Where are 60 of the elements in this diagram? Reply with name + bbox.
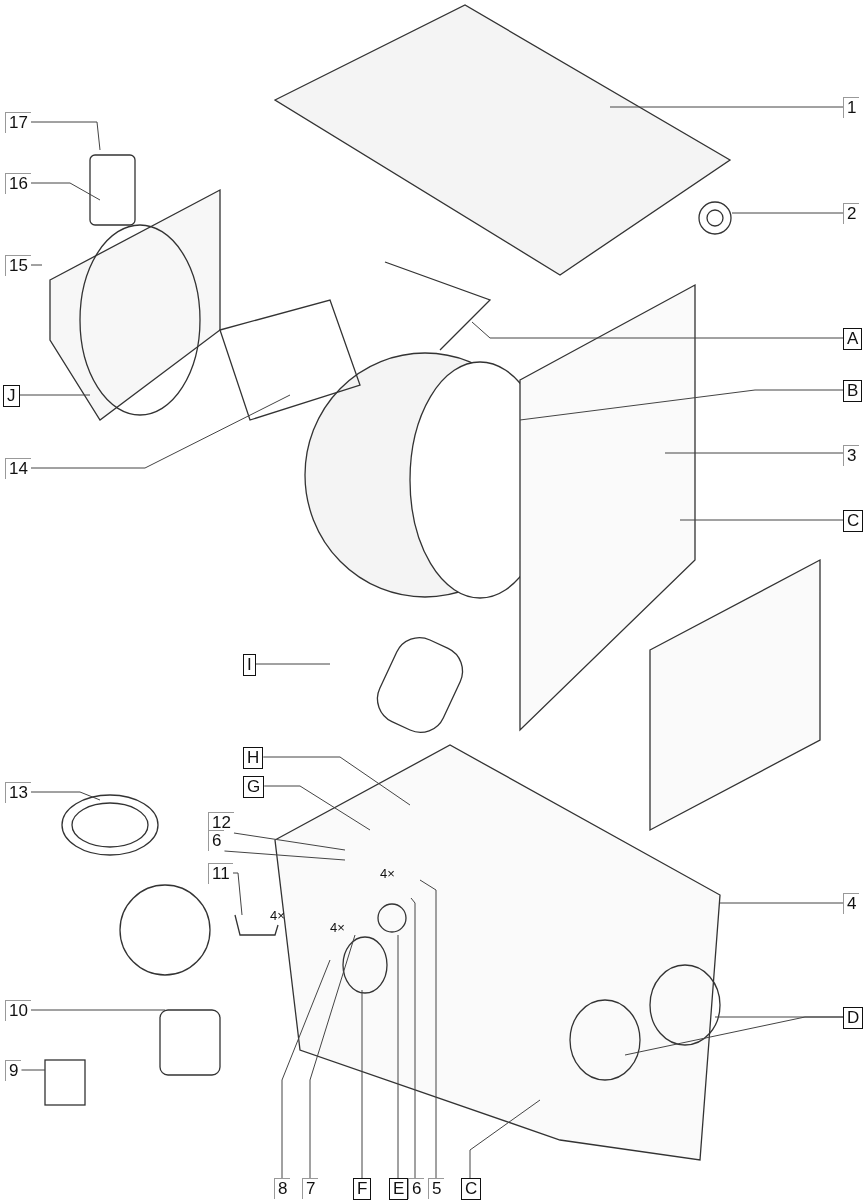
- leader-line: [361, 989, 363, 1179]
- quantity-note: 4×: [270, 908, 285, 923]
- leader-line: [19, 394, 91, 396]
- leader-line: [30, 264, 43, 266]
- leader-line: [624, 1016, 844, 1056]
- leader-line: [232, 872, 243, 916]
- leader-line: [609, 106, 844, 108]
- callout-label: 8: [274, 1178, 291, 1199]
- leader-line: [281, 959, 331, 1179]
- callout-label: 16: [5, 173, 31, 194]
- quantity-note: 4×: [330, 920, 345, 935]
- callout-label: J: [3, 385, 20, 407]
- leader-line: [233, 832, 346, 851]
- callout-label: H: [243, 747, 264, 769]
- callout-label: G: [243, 776, 265, 798]
- callout-label: D: [843, 1007, 863, 1029]
- callout-label: C: [461, 1178, 482, 1200]
- leader-line: [30, 182, 101, 201]
- leader-line: [30, 791, 101, 801]
- callout-label: 13: [5, 782, 31, 803]
- callout-label: I: [243, 654, 256, 676]
- callout-label: 5: [428, 1178, 445, 1199]
- callout-label: 6: [408, 1178, 425, 1199]
- callout-label: A: [843, 328, 863, 350]
- leader-line: [223, 850, 346, 861]
- callout-label: 17: [5, 112, 31, 133]
- leader-line: [410, 897, 416, 1179]
- leader-line: [419, 879, 437, 1179]
- callout-label: B: [843, 380, 863, 402]
- leader-line: [519, 389, 844, 421]
- callout-label: C: [843, 510, 863, 532]
- callout-label: 4: [843, 893, 860, 914]
- callout-label: E: [389, 1178, 409, 1200]
- leader-line: [664, 452, 844, 454]
- callout-label: 11: [208, 863, 233, 884]
- leader-line: [30, 1009, 166, 1011]
- leader-line: [30, 121, 101, 151]
- callout-label: 15: [5, 255, 31, 276]
- leader-line: [679, 519, 844, 521]
- callout-label: 10: [5, 1000, 31, 1021]
- leader-line: [20, 1069, 46, 1071]
- callout-label: 14: [5, 458, 31, 479]
- leader-line: [731, 212, 844, 214]
- callout-label: 6: [208, 830, 225, 851]
- leader-line: [719, 902, 844, 904]
- callout-label: 2: [843, 203, 860, 224]
- leader-line: [30, 394, 291, 469]
- leader-line: [469, 1099, 541, 1179]
- callout-label: 7: [302, 1178, 319, 1199]
- callout-label: 1: [843, 97, 860, 118]
- leader-line: [255, 663, 331, 665]
- callout-label: F: [353, 1178, 372, 1200]
- quantity-note: 4×: [380, 866, 395, 881]
- leader-line: [263, 785, 371, 831]
- callout-label: 9: [5, 1060, 22, 1081]
- leader-line: [309, 934, 356, 1179]
- leader-line: [397, 934, 399, 1179]
- leader-line: [471, 321, 844, 339]
- callout-label: 3: [843, 445, 860, 466]
- leader-line: [262, 756, 411, 806]
